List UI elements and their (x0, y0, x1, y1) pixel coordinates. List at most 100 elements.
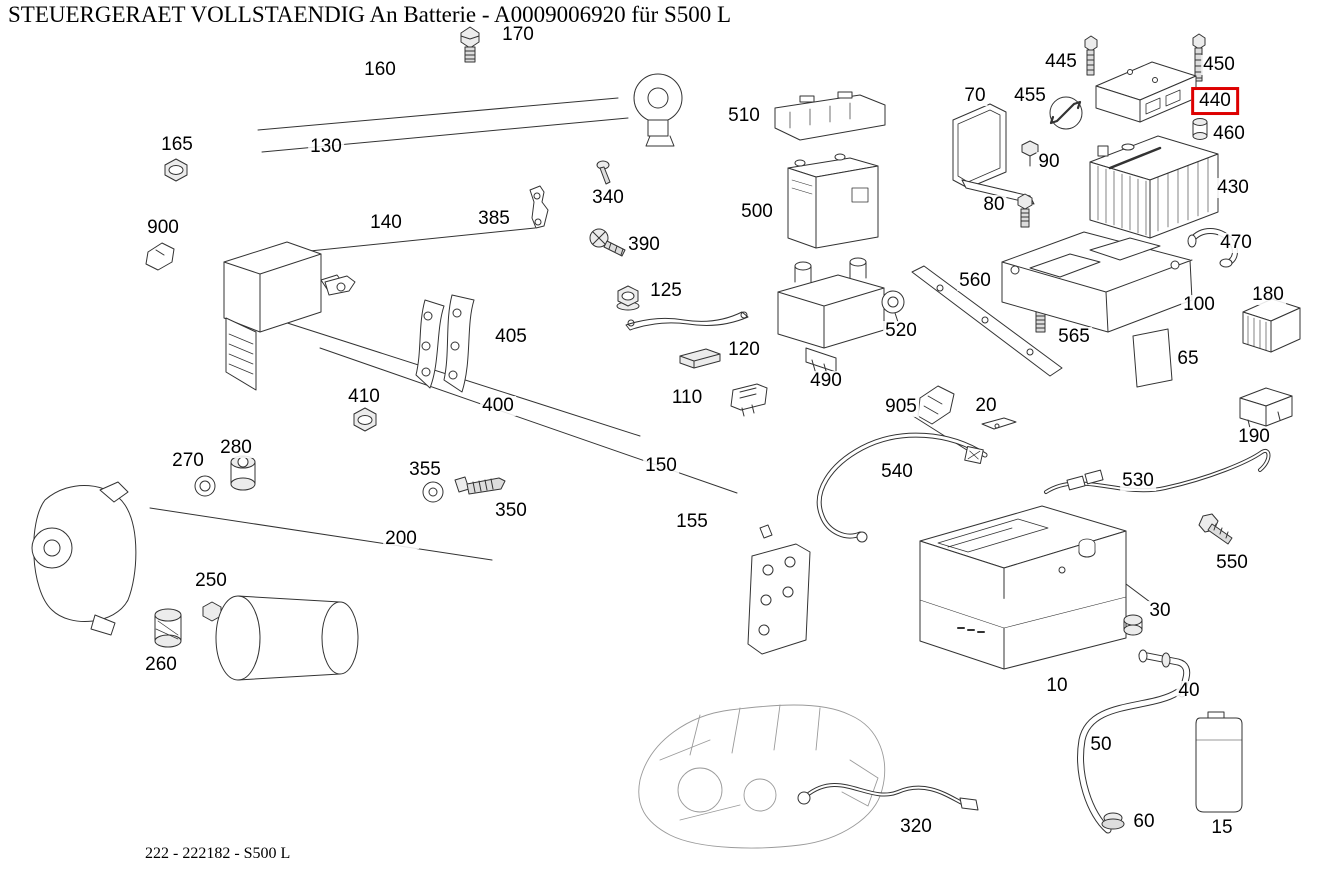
part-callout-110[interactable]: 110 (669, 387, 705, 409)
relay-190-drawing (1239, 387, 1293, 429)
frame-70-drawing (952, 103, 1035, 205)
control-unit-440-drawing (1095, 61, 1197, 123)
part-callout-130[interactable]: 130 (308, 136, 344, 158)
part-callout-270[interactable]: 270 (170, 450, 206, 472)
part-callout-190[interactable]: 190 (1236, 426, 1272, 448)
part-callout-400[interactable]: 400 (480, 395, 516, 417)
elbow-40-drawing (1138, 649, 1191, 698)
part-callout-390[interactable]: 390 (626, 234, 662, 256)
part-callout-150[interactable]: 150 (643, 455, 679, 477)
rail-560-drawing (911, 265, 1063, 377)
part-callout-200[interactable]: 200 (383, 528, 419, 550)
nut-165-drawing (164, 158, 188, 182)
part-callout-170[interactable]: 170 (500, 24, 536, 46)
part-callout-250[interactable]: 250 (193, 570, 229, 592)
part-callout-80[interactable]: 80 (981, 194, 1007, 216)
part-callout-120[interactable]: 120 (726, 339, 762, 361)
part-callout-500[interactable]: 500 (739, 201, 775, 223)
part-callout-90[interactable]: 90 (1036, 151, 1062, 173)
part-callout-10[interactable]: 10 (1044, 675, 1070, 697)
bracket-plate-drawing (747, 524, 811, 655)
alternator-drawing (31, 481, 137, 636)
part-callout-540[interactable]: 540 (879, 461, 915, 483)
bolt-340-drawing (596, 160, 611, 185)
bolt-170-drawing (460, 26, 480, 63)
part-callout-60[interactable]: 60 (1131, 811, 1157, 833)
part-callout-100[interactable]: 100 (1181, 294, 1217, 316)
part-callout-530[interactable]: 530 (1120, 470, 1156, 492)
sleeve-460-drawing (1192, 118, 1208, 140)
main-battery-drawing (919, 505, 1127, 670)
hose-50-drawing (1077, 688, 1182, 834)
part-callout-550[interactable]: 550 (1214, 552, 1250, 574)
part-callout-260[interactable]: 260 (143, 654, 179, 676)
part-callout-430[interactable]: 430 (1215, 177, 1251, 199)
part-callout-460[interactable]: 460 (1211, 123, 1247, 145)
part-callout-165[interactable]: 165 (159, 134, 195, 156)
part-callout-900[interactable]: 900 (145, 217, 181, 239)
part-callout-160[interactable]: 160 (362, 59, 398, 81)
cover-510-drawing (774, 91, 886, 141)
part-callout-320[interactable]: 320 (898, 816, 934, 838)
bolt-445-drawing (1084, 35, 1098, 76)
part-callout-155[interactable]: 155 (674, 511, 710, 533)
part-callout-385[interactable]: 385 (476, 208, 512, 230)
cable-530-drawing (1044, 448, 1271, 494)
bracket-400-405-drawing (415, 294, 475, 393)
part-callout-20[interactable]: 20 (973, 395, 999, 417)
part-callout-520[interactable]: 520 (883, 320, 919, 342)
plate-20-drawing (981, 417, 1017, 430)
bushing-270-280-drawing (194, 455, 256, 497)
nut-125-drawing (616, 285, 640, 311)
part-callout-455[interactable]: 455 (1012, 85, 1048, 107)
part-callout-280[interactable]: 280 (218, 437, 254, 459)
sleeve-260-drawing (154, 601, 222, 648)
part-callout-350[interactable]: 350 (493, 500, 529, 522)
part-callout-450[interactable]: 450 (1201, 54, 1237, 76)
part-callout-70[interactable]: 70 (962, 85, 988, 107)
model-footer: 222 - 222182 - S500 L (145, 845, 291, 862)
cover-15-drawing (1195, 711, 1243, 813)
part-callout-445[interactable]: 445 (1043, 51, 1079, 73)
part-callout-40[interactable]: 40 (1176, 680, 1202, 702)
part-callout-125[interactable]: 125 (648, 280, 684, 302)
ground-cable-320-drawing (797, 783, 979, 811)
part-callout-65[interactable]: 65 (1175, 348, 1201, 370)
part-callout-410[interactable]: 410 (346, 386, 382, 408)
part-callout-565[interactable]: 565 (1056, 326, 1092, 348)
part-callout-490[interactable]: 490 (808, 370, 844, 392)
nut-90-drawing (1021, 140, 1039, 167)
page-title: STEUERGERAET VOLLSTAENDIG An Batterie - … (8, 2, 732, 27)
part-callout-560[interactable]: 560 (957, 270, 993, 292)
part-callout-405[interactable]: 405 (493, 326, 529, 348)
part-callout-470[interactable]: 470 (1218, 232, 1254, 254)
part-callout-50[interactable]: 50 (1088, 734, 1114, 756)
wrench-icon-drawing (1049, 96, 1083, 130)
part-callout-510[interactable]: 510 (726, 105, 762, 127)
nut-410-drawing (353, 407, 377, 432)
label-sheet-65-drawing (1132, 328, 1173, 388)
part-callout-180[interactable]: 180 (1250, 284, 1286, 306)
part-callout-440[interactable]: 440 (1191, 87, 1239, 115)
part-callout-15[interactable]: 15 (1209, 817, 1235, 839)
bolt-350-drawing (454, 476, 506, 495)
part-callout-140[interactable]: 140 (368, 212, 404, 234)
control-unit-drawing (223, 241, 356, 391)
starter-motor-drawing (215, 595, 359, 681)
battery-430-drawing (1089, 135, 1219, 239)
part-callout-355[interactable]: 355 (407, 459, 443, 481)
coil-module-drawing (633, 73, 683, 147)
connector-900-drawing (145, 242, 175, 271)
part-callout-30[interactable]: 30 (1147, 600, 1173, 622)
part-callout-340[interactable]: 340 (590, 187, 626, 209)
battery-tray-drawing (1001, 231, 1193, 333)
bolt-80-drawing (1017, 193, 1033, 228)
strip-drawing (625, 311, 749, 331)
aux-battery-drawing (787, 153, 879, 249)
grommet-520-drawing (881, 290, 905, 314)
part-callout-905[interactable]: 905 (883, 396, 919, 418)
nut-60-drawing (1101, 812, 1125, 830)
